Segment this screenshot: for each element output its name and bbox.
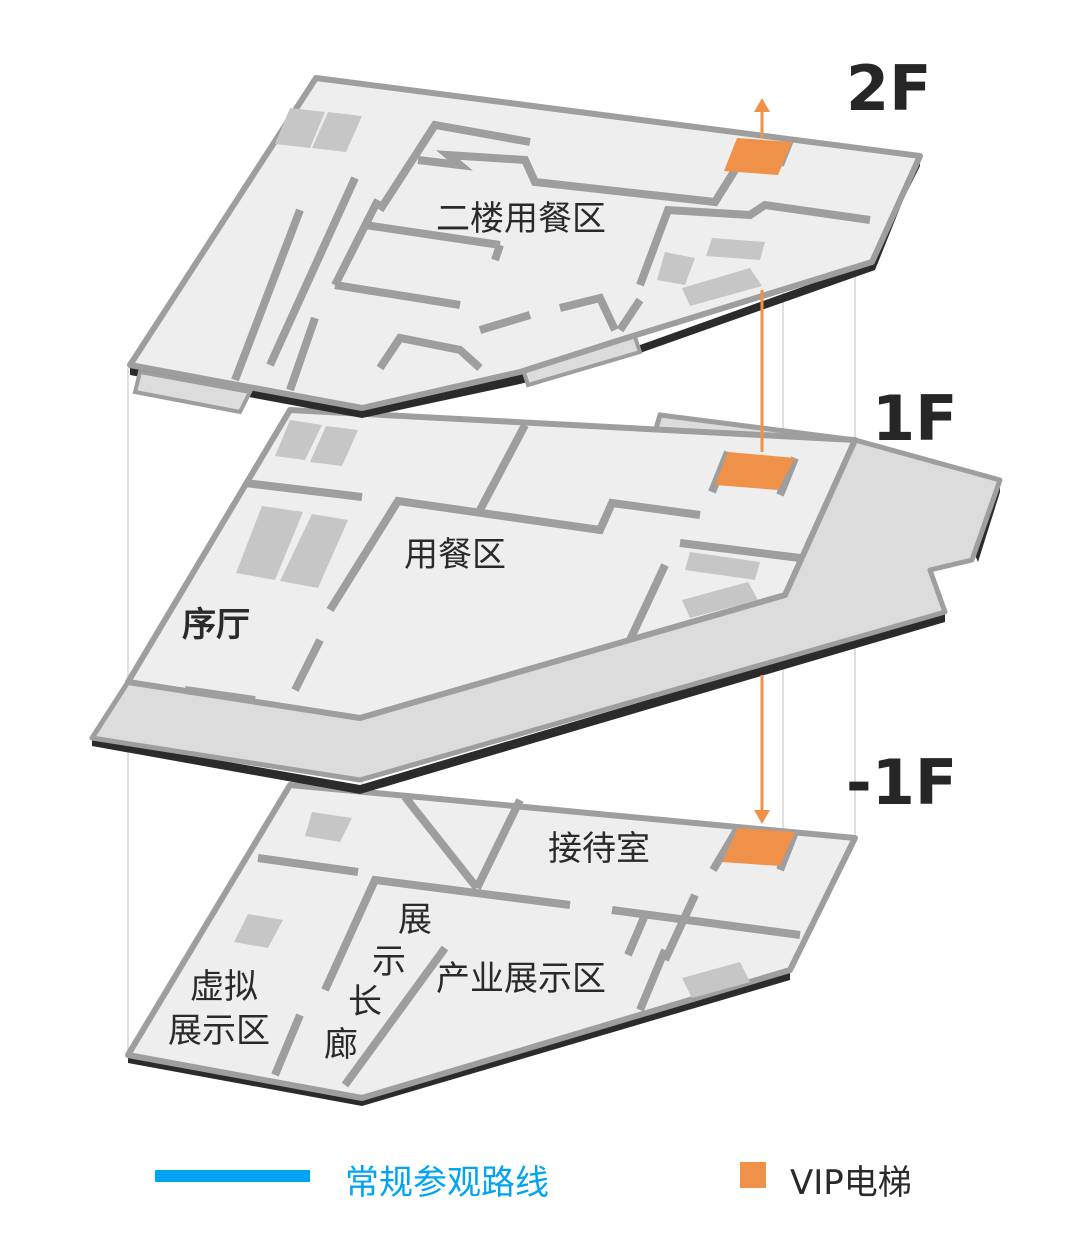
floor-tag-2f: 2F [846,52,932,125]
room-b1-virtual-line1: 虚拟 [190,967,258,1007]
corridor-char-2: 示 [372,942,406,982]
corridor-char-3: 长 [348,982,382,1022]
corridor-char-4: 廊 [324,1025,358,1065]
legend-vip-swatch [740,1162,766,1188]
room-b1-reception: 接待室 [548,829,650,869]
legend-route-line [155,1170,310,1182]
vip-elevator-1f [715,452,795,490]
floor-b1 [125,782,858,1106]
room-1f-dining: 用餐区 [404,535,506,575]
arrow-down-icon [754,810,770,824]
floor-tag-b1: -1F [846,746,958,819]
corridor-char-1: 展 [398,900,432,940]
arrow-up-icon [754,98,770,112]
room-b1-virtual-line2: 展示区 [168,1011,270,1051]
floor-2f [127,75,923,418]
vip-elevator-b1 [722,828,795,866]
legend-vip-label: VIP电梯 [790,1163,912,1203]
vip-elevator-2f [724,138,792,175]
legend-route-label: 常规参观路线 [345,1163,549,1203]
floor-1f [89,407,1003,794]
room-1f-lobby: 序厅 [182,605,250,645]
floor-tag-1f: 1F [872,382,958,455]
vip-elevator-route [754,98,770,824]
room-b1-industry-exhibit: 产业展示区 [436,959,606,999]
room-2f-dining: 二楼用餐区 [436,199,606,239]
